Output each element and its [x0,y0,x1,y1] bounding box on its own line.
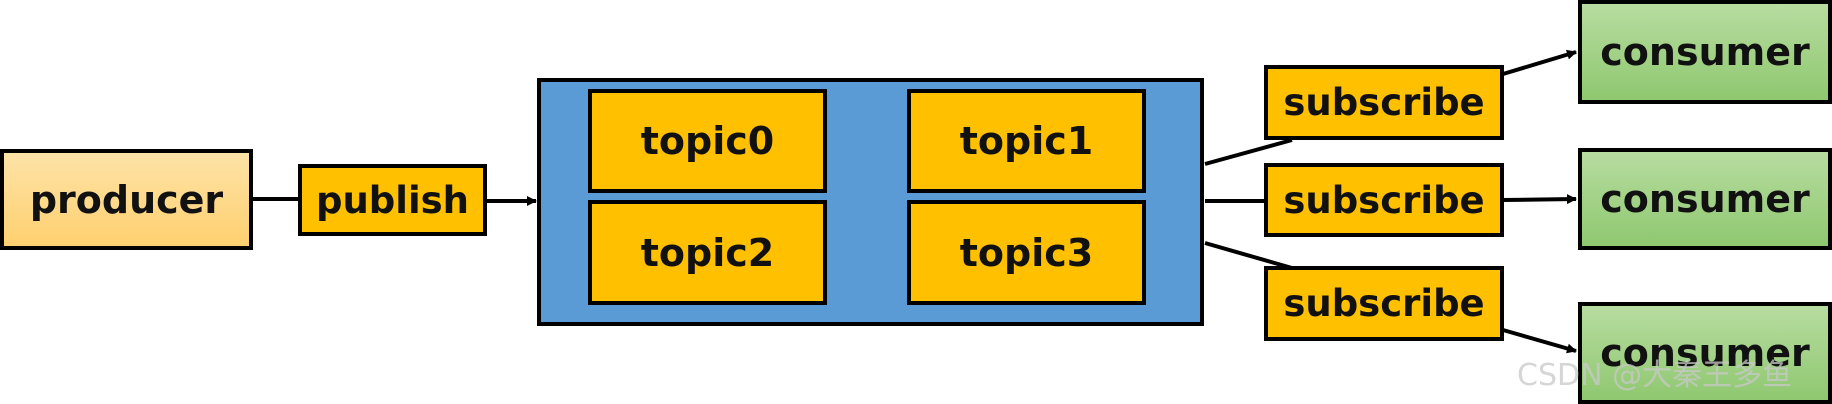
broker-to-subscribe-3-line [1204,241,1293,270]
subscribe-node-1: subscribe [1264,65,1504,140]
topic-node-2: topic2 [588,200,827,305]
subscribe-node-3: subscribe [1264,266,1504,341]
watermark-text: CSDN @大秦王多鱼 [1517,358,1793,393]
topic-node-0: topic0 [588,89,827,193]
topic-node-1: topic1 [907,89,1146,193]
consumer-node-3: consumer [1578,302,1832,404]
topic-node-3: topic3 [907,200,1146,305]
publish-node: publish [298,164,487,236]
consumer-node-2: consumer [1578,148,1832,250]
subscribe-2-to-consumer-2-arrow [1502,194,1577,205]
subscribe-node-2: subscribe [1264,163,1504,237]
subscribe-1-to-consumer-1-arrow [1502,49,1577,76]
broker-to-subscribe-1-line [1204,138,1293,166]
consumer-node-1: consumer [1578,0,1832,104]
producer-node: producer [0,149,253,250]
subscribe-3-to-consumer-3-arrow [1502,328,1577,354]
